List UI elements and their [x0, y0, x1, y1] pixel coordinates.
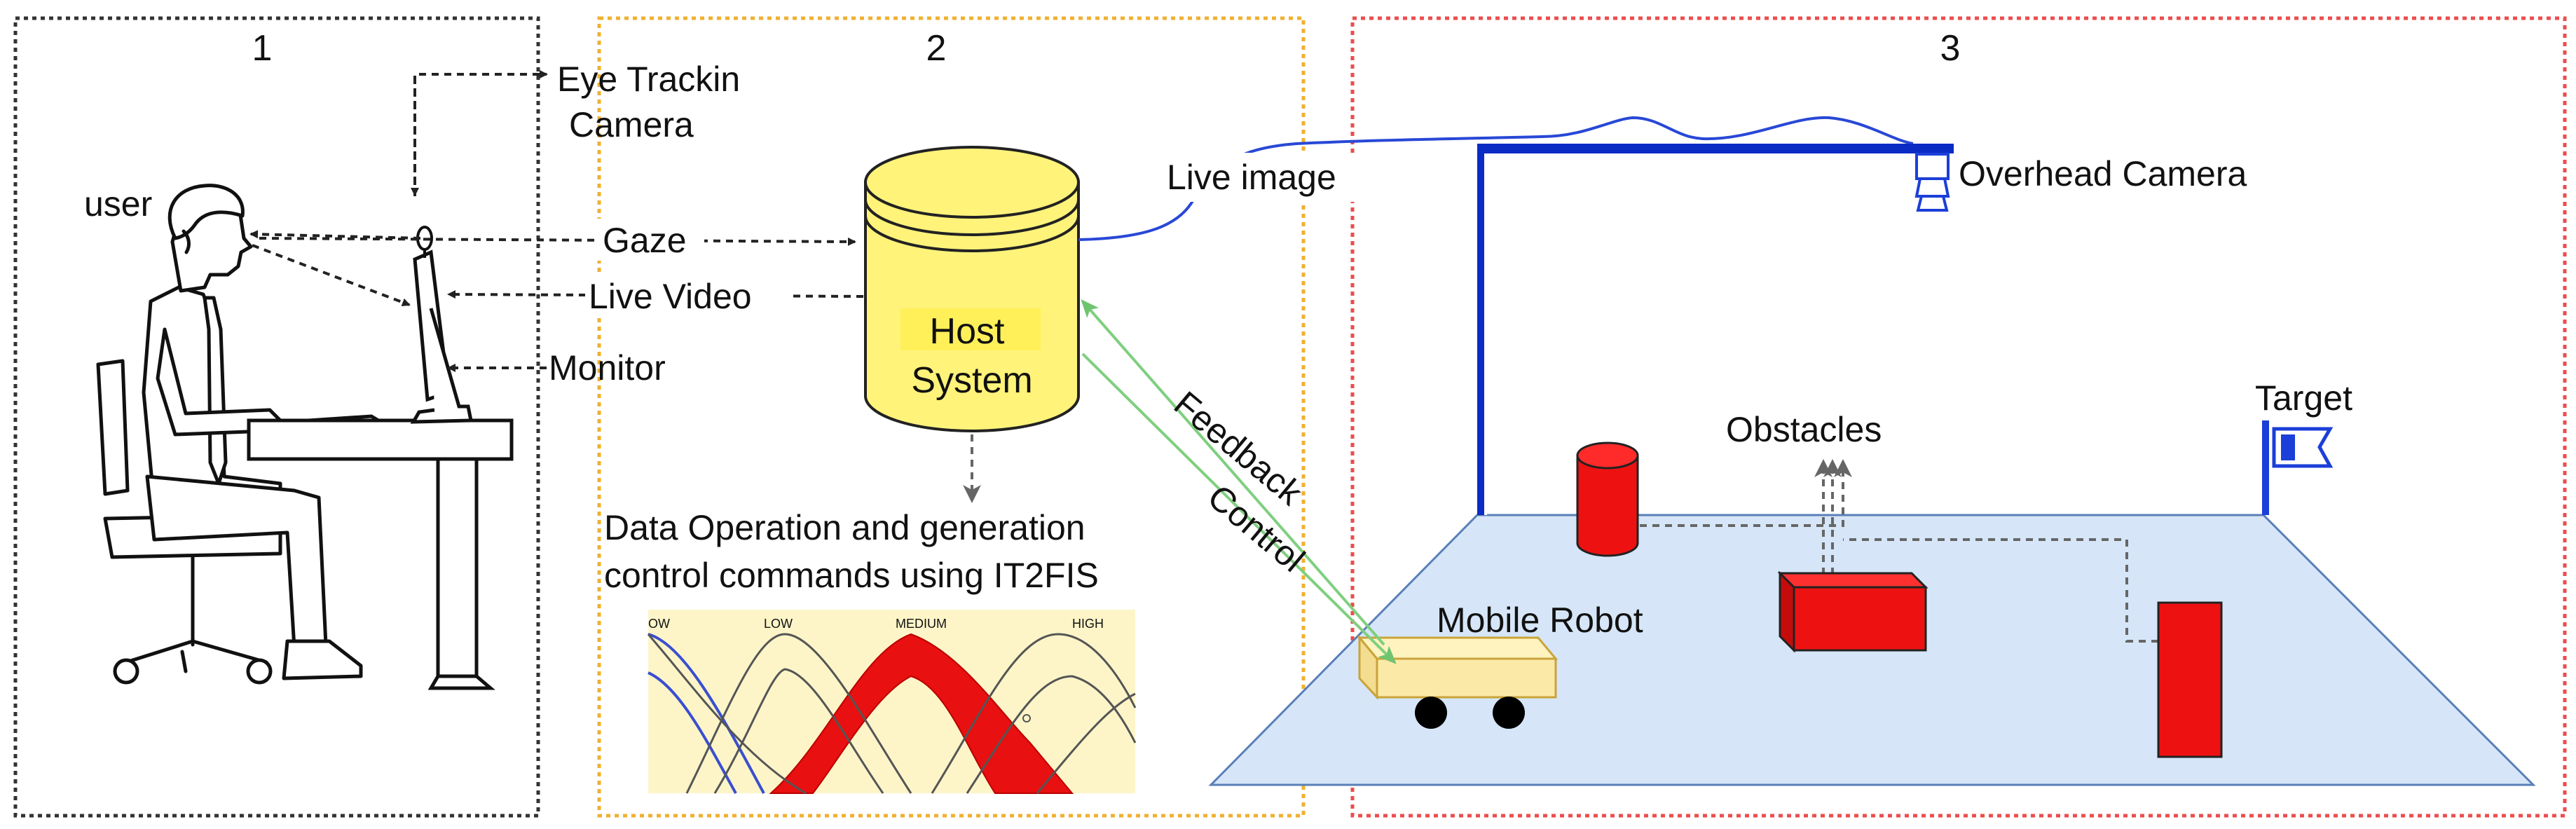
desk: [247, 414, 514, 690]
host-system-cylinder: [864, 146, 1080, 432]
target-flag-icon: [2262, 420, 2334, 515]
fis-label-high: HIGH: [1072, 617, 1104, 631]
user-label: user: [84, 184, 152, 224]
eye-tracker-label-line2: Camera: [569, 105, 694, 144]
it2fis-membership-chart: OW LOW MEDIUM HIGH: [647, 610, 1137, 795]
overhead-camera-label: Overhead Camera: [1959, 154, 2247, 193]
live-image-label: Live image: [1167, 158, 1336, 197]
mobile-robot: [1357, 634, 1558, 700]
monitor: [410, 249, 474, 424]
panel-2-frame: [597, 16, 1306, 818]
fis-label-low: LOW: [764, 617, 793, 631]
robot-wheel-right: [1493, 697, 1525, 729]
fis-label-ow: OW: [648, 617, 670, 631]
panel-2-number: 2: [926, 28, 947, 69]
user-to-monitor-arrow: [252, 244, 411, 307]
overhead-camera-icon: [1914, 153, 1950, 212]
live-video-label: Live Video: [589, 277, 752, 316]
user-figure: [96, 184, 363, 685]
panel-1-number: 1: [252, 28, 273, 69]
box-obstacle: [1777, 570, 1928, 653]
obstacles-label: Obstacles: [1726, 410, 1882, 449]
robot-wheel-left: [1415, 697, 1447, 729]
overhead-gantry-frame: [1477, 144, 1954, 515]
cylinder-obstacle: [1576, 441, 1639, 557]
feedback-arrow: [1081, 299, 1385, 646]
gaze-label: Gaze: [603, 221, 687, 260]
eye-tracker-label-line1: Eye Trackin: [557, 60, 740, 99]
gaze-arrow-to-host: [259, 237, 856, 246]
gaze-arrow-to-user: [249, 230, 421, 240]
control-arrow: [1081, 352, 1397, 664]
mobile-robot-label: Mobile Robot: [1437, 601, 1643, 640]
panel-3-number: 3: [1940, 28, 1961, 69]
panel-1-frame: [13, 16, 540, 818]
operation-label-line2: control commands using IT2FIS: [604, 556, 1099, 595]
operation-label-line1: Data Operation and generation: [604, 508, 1085, 547]
eye-tracker-link-arrow: [413, 70, 548, 196]
target-label: Target: [2255, 378, 2352, 418]
obstacles-pointer-arrows: [1640, 459, 2158, 643]
tall-obstacle: [2157, 601, 2223, 758]
host-label-line2: System: [911, 360, 1032, 401]
fis-label-medium: MEDIUM: [896, 617, 947, 631]
host-label-line1: Host: [930, 311, 1005, 352]
monitor-label: Monitor: [549, 348, 666, 388]
panel-3-frame: [1350, 16, 2567, 818]
